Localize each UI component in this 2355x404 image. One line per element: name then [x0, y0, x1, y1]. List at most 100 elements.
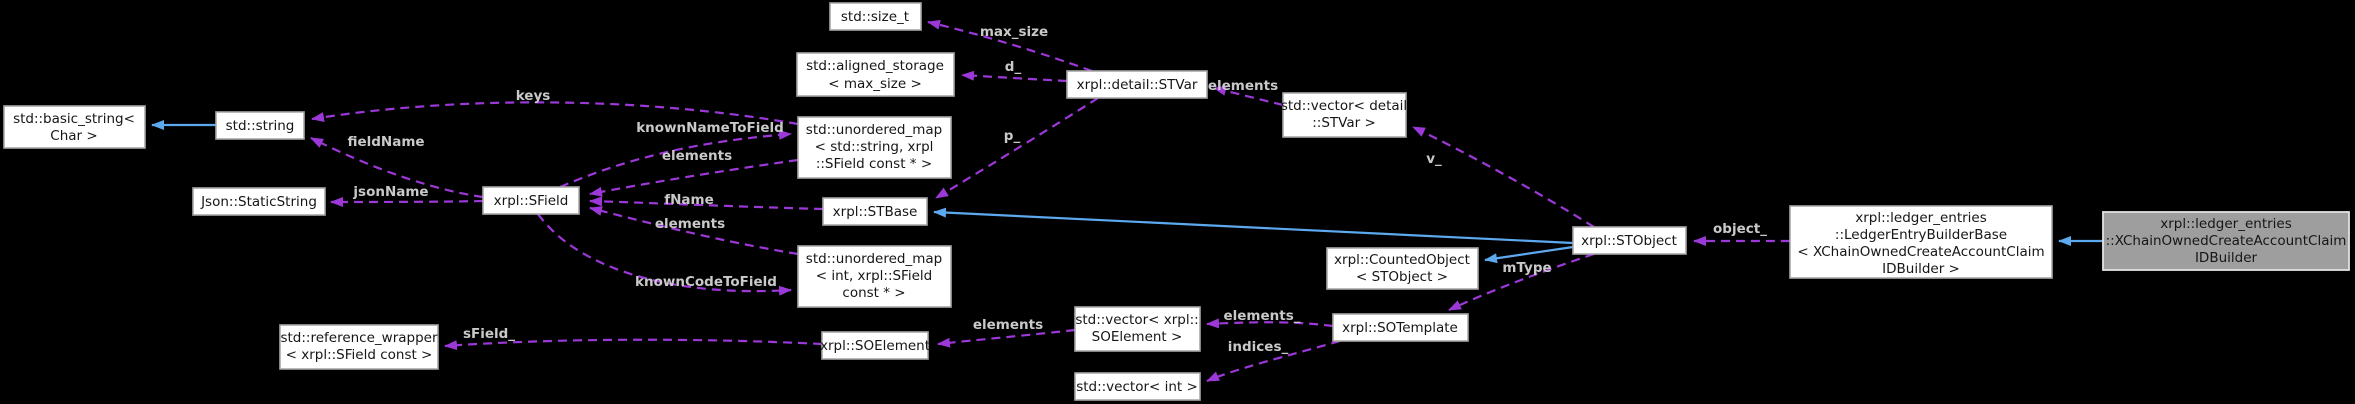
node-xrpl-soelement[interactable]: xrpl::SOElement — [820, 331, 930, 360]
edge-stvar-d — [961, 70, 1068, 83]
node-box — [796, 52, 955, 97]
edge-vecstvar-elements — [1213, 85, 1284, 107]
node-label: ::LedgerEntryBuilderBase — [1835, 227, 2007, 243]
edge-label-sfield: sField_ — [463, 326, 515, 342]
edge-label-d: d_ — [1005, 59, 1022, 75]
node-json-staticstring[interactable]: Json::StaticString — [192, 187, 326, 216]
node-box — [797, 245, 952, 308]
node-std-reference-wrapper[interactable]: std::reference_wrapper < xrpl::SField co… — [279, 324, 439, 370]
edge-label-v: v_ — [1426, 151, 1442, 167]
edge-labels: keys fieldName jsonName knownNameToField… — [347, 24, 1767, 355]
node-ledgerentrybuilderbase[interactable]: xrpl::ledger_entries ::LedgerEntryBuilde… — [1789, 205, 2053, 279]
node-label: xrpl::STBase — [833, 204, 918, 220]
edge-sfield-knowncodetofield — [537, 213, 792, 296]
node-label: Char > — [50, 128, 97, 144]
node-std-vector-int[interactable]: std::vector< int > — [1074, 372, 1201, 401]
edges — [151, 19, 2103, 383]
node-box-highlighted — [2102, 211, 2350, 271]
edge-label-elements-mapstring: elements — [662, 148, 732, 164]
edge-umapstring-keys — [311, 101, 799, 126]
node-std-vector-soelement[interactable]: std::vector< xrpl:: SOElement > — [1074, 306, 1201, 352]
node-label: std::basic_string< — [13, 111, 135, 127]
edge-vecsoelement-elements — [937, 328, 1076, 348]
node-label: const * > — [842, 285, 905, 301]
node-xchainownedcreateaccountclaimidbuilder[interactable]: xrpl::ledger_entries ::XChainOwnedCreate… — [2102, 211, 2350, 271]
edge-stobject-v — [1412, 126, 1595, 228]
node-label: std::vector< int > — [1076, 379, 1198, 395]
node-std-aligned-storage[interactable]: std::aligned_storage < max_size > — [796, 52, 955, 97]
edge-umapstring-elements — [589, 158, 799, 197]
node-label: std::vector< detail — [1281, 98, 1407, 114]
edge-label-knowncodetofield: knownCodeToField — [635, 274, 777, 290]
edge-label-elements-mapint: elements — [655, 216, 725, 232]
node-xrpl-stobject[interactable]: xrpl::STObject — [1572, 226, 1687, 255]
node-label: ::SField const * > — [816, 156, 932, 172]
node-label: xrpl::STObject — [1581, 233, 1677, 249]
node-label: std::vector< xrpl:: — [1075, 312, 1198, 328]
edge-soelement-sfield-ref — [444, 338, 823, 351]
edge-label-object: object_ — [1713, 221, 1767, 237]
node-box — [1074, 306, 1201, 352]
edge-label-jsonname: jsonName — [352, 184, 428, 200]
node-std-vector-stvar[interactable]: std::vector< detail ::STVar > — [1281, 92, 1407, 138]
node-unordered-map-int-sfield[interactable]: std::unordered_map < int, xrpl::SField c… — [797, 245, 952, 308]
edge-stvar-maxsize — [927, 19, 1093, 73]
node-std-size-t[interactable]: std::size_t — [829, 2, 922, 31]
node-box — [482, 186, 580, 215]
edge-stobject-mtype — [1448, 252, 1595, 311]
edge-label-p: p_ — [1004, 128, 1021, 144]
edge-sfield-knownnametofield — [559, 129, 792, 189]
node-label: std::size_t — [841, 9, 909, 25]
edge-stobject-to-stbase — [933, 207, 1574, 245]
node-xrpl-sotemplate[interactable]: xrpl::SOTemplate — [1332, 313, 1469, 342]
node-box — [797, 116, 952, 179]
node-box — [192, 187, 326, 216]
node-label: SOElement > — [1092, 329, 1183, 345]
node-box — [1332, 313, 1469, 342]
node-box — [1282, 92, 1407, 138]
node-label: xrpl::CountedObject — [1334, 252, 1470, 268]
node-box — [821, 331, 929, 360]
edge-stvar-p — [935, 97, 1099, 199]
edge-stobject-to-counted-object — [1484, 245, 1574, 264]
node-xrpl-stbase[interactable]: xrpl::STBase — [822, 197, 928, 226]
node-label: std::string — [226, 118, 295, 134]
node-label: std::unordered_map — [806, 122, 942, 138]
edge-label-fname: fName — [664, 192, 714, 208]
node-box — [829, 2, 922, 31]
node-label: std::unordered_map — [806, 251, 942, 267]
edge-label-elements-vecstvar: elements — [1208, 78, 1278, 94]
node-std-string[interactable]: std::string — [215, 111, 305, 140]
node-label: xrpl::SField — [494, 193, 569, 209]
node-label: IDBuilder — [2195, 250, 2258, 266]
node-std-basic-string[interactable]: std::basic_string< Char > — [3, 105, 146, 149]
node-label: std::aligned_storage — [806, 58, 944, 74]
edge-label-fieldname: fieldName — [347, 134, 424, 150]
node-xrpl-detail-stvar[interactable]: xrpl::detail::STVar — [1066, 70, 1208, 99]
edge-sotemplate-indices — [1206, 339, 1341, 383]
edge-label-knownnametofield: knownNameToField — [636, 120, 784, 136]
edge-label-mtype: mType — [1502, 260, 1551, 276]
node-label: < std::string, xrpl — [815, 139, 934, 155]
node-xrpl-countedobject[interactable]: xrpl::CountedObject < STObject > — [1326, 247, 1479, 290]
edge-label-elements-vecsoelement: elements — [973, 317, 1043, 333]
node-label: ::STVar > — [1312, 115, 1376, 131]
node-box — [3, 105, 146, 149]
node-label: xrpl::detail::STVar — [1077, 77, 1198, 93]
edge-stbase-fname — [589, 196, 824, 211]
node-label: std::reference_wrapper — [280, 330, 438, 346]
node-label: < xrpl::SField const > — [286, 347, 433, 363]
node-unordered-map-string-sfield[interactable]: std::unordered_map < std::string, xrpl :… — [797, 116, 952, 179]
node-xrpl-sfield[interactable]: xrpl::SField — [482, 186, 580, 215]
node-label: xrpl::SOElement — [820, 338, 930, 354]
node-label: Json::StaticString — [200, 194, 317, 210]
node-box — [1789, 205, 2053, 279]
node-box — [215, 111, 305, 140]
node-box — [822, 197, 928, 226]
node-label: < XChainOwnedCreateAccountClaim — [1797, 244, 2044, 260]
edge-label-maxsize: max_size — [980, 24, 1048, 40]
node-box — [1572, 226, 1687, 255]
node-label: < max_size > — [828, 76, 922, 92]
node-label: IDBuilder > — [1882, 261, 1960, 277]
